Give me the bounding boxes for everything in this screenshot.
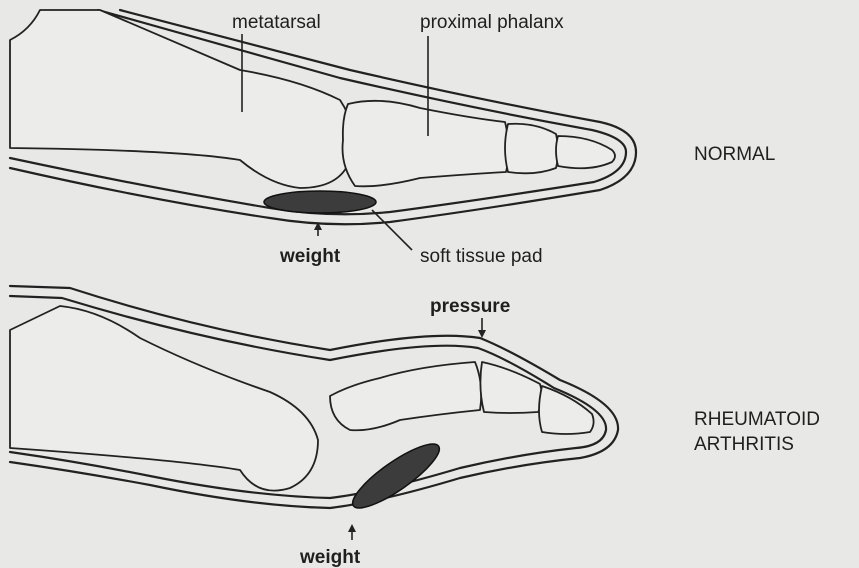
rheumatoid-middle-phalanx-bone xyxy=(480,362,542,413)
normal-metatarsal-bone xyxy=(10,10,353,188)
normal-proximal-phalanx-bone xyxy=(343,101,509,187)
weight-top-label: weight xyxy=(279,246,341,267)
pressure-label: pressure xyxy=(430,296,510,317)
normal-middle-phalanx-bone xyxy=(505,124,558,174)
rheumatoid-proximal-phalanx-bone xyxy=(330,362,481,430)
weight-bottom-label: weight xyxy=(299,547,361,568)
rheumatoid-metatarsal-bone xyxy=(10,306,318,491)
proximal-phalanx-label: proximal phalanx xyxy=(420,12,564,33)
normal-soft-tissue-pad xyxy=(264,191,376,213)
normal-foot xyxy=(10,10,636,250)
rheumatoid-foot xyxy=(10,286,618,540)
metatarsal-label: metatarsal xyxy=(232,12,321,33)
soft-tissue-pad-leader xyxy=(372,210,412,250)
weight-bottom-arrow-head xyxy=(348,524,356,532)
soft-tissue-pad-label: soft tissue pad xyxy=(420,246,543,267)
normal-distal-phalanx-bone xyxy=(556,136,615,168)
rheumatoid-label-line1: RHEUMATOID xyxy=(694,409,820,430)
rheumatoid-label-line2: ARTHRITIS xyxy=(694,434,794,455)
normal-label: NORMAL xyxy=(694,144,775,165)
